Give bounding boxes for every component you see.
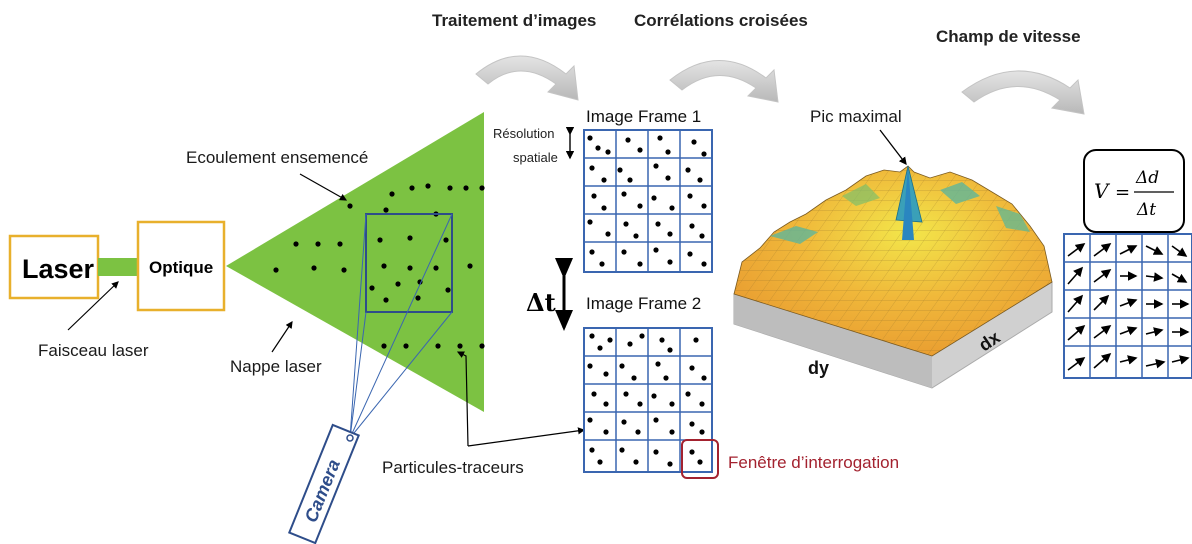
laser-box	[8, 234, 100, 300]
camera-lens	[346, 434, 354, 442]
sheet-interrogation-window	[365, 213, 453, 313]
process-arrow-3	[961, 70, 1085, 115]
laser-beam	[98, 258, 138, 276]
formula-equals: =	[1115, 182, 1130, 203]
delta-t-label: Δt	[526, 288, 556, 317]
beam-pointer	[67, 281, 119, 331]
process-arrow-2	[669, 60, 779, 103]
frame1-grid	[583, 129, 713, 273]
frame2-title: Image Frame 2	[586, 294, 701, 313]
tracers-pointer-right	[467, 427, 586, 447]
laser-sheet	[226, 112, 484, 412]
tracers-label: Particules-traceurs	[382, 458, 524, 477]
interrogation-window-label: Fenêtre d’interrogation	[728, 453, 899, 472]
process-arrow-1	[475, 55, 579, 101]
optics-box	[136, 220, 226, 312]
seeded-flow-label: Ecoulement ensemencé	[186, 148, 368, 167]
velocity-field-grid	[1063, 233, 1192, 379]
tracers-pointer-up	[456, 351, 469, 447]
step-velocity-label: Champ de vitesse	[936, 27, 1081, 46]
seeded-flow-pointer	[299, 173, 348, 201]
resolution-label-line1: Résolution	[493, 126, 554, 141]
beam-label: Faisceau laser	[38, 341, 149, 360]
interrogation-window-highlight	[681, 439, 719, 479]
formula-lhs: V	[1094, 179, 1111, 203]
frame2-grid	[583, 327, 713, 473]
optics-label: Optique	[149, 258, 213, 277]
formula-denominator: Δt	[1136, 200, 1156, 220]
correlation-surface	[733, 165, 1053, 389]
step-processing-label: Traitement d’images	[432, 11, 596, 30]
frame1-title: Image Frame 1	[586, 107, 701, 126]
resolution-label-line2: spatiale	[513, 150, 558, 165]
axis-dy-label: dy	[808, 358, 829, 378]
tracer-particles	[273, 183, 485, 349]
peak-label: Pic maximal	[810, 107, 902, 126]
formula-numerator: Δd	[1135, 168, 1159, 188]
sheet-label: Nappe laser	[230, 357, 322, 376]
sheet-pointer	[271, 321, 293, 353]
laser-label: Laser	[22, 254, 95, 284]
peak-pointer	[879, 129, 907, 166]
step-correlation-label: Corrélations croisées	[634, 11, 808, 30]
camera: Camera	[287, 423, 361, 544]
velocity-formula: V = Δd Δt	[1083, 149, 1185, 233]
camera-view-lines	[349, 213, 453, 439]
